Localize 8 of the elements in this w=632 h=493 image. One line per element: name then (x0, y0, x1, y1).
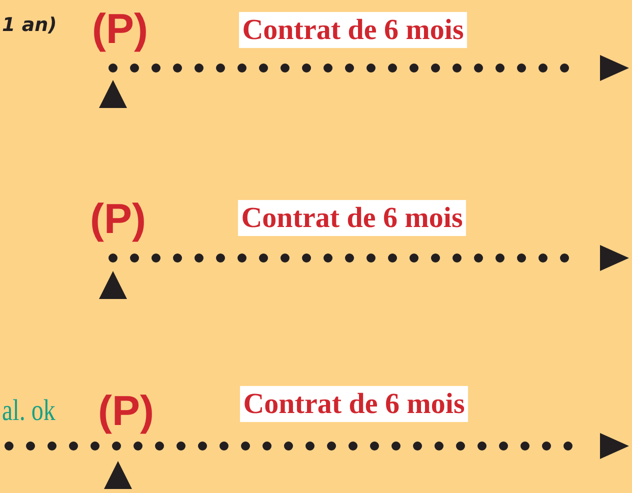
marker-label: (P) (90, 198, 146, 240)
note-text: 1 an) (2, 16, 57, 35)
marker-label: (P) (98, 390, 154, 432)
marker-label: (P) (92, 8, 148, 50)
contract-label: Contrat de 6 mois (240, 386, 468, 422)
contract-label: Contrat de 6 mois (239, 12, 467, 48)
contract-label: Contrat de 6 mois (238, 200, 466, 236)
note-text: al. ok (2, 396, 56, 426)
